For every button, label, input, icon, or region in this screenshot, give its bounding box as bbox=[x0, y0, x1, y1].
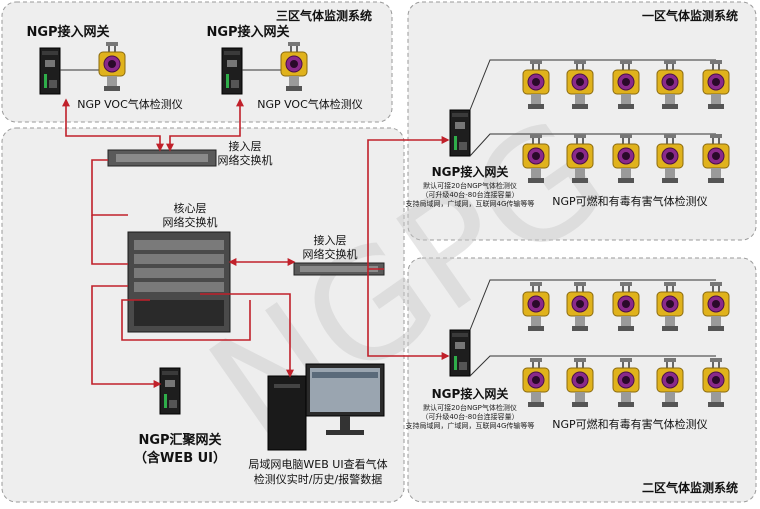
access-switch-mid-label-2: 网络交换机 bbox=[303, 247, 358, 261]
zone1-gateway-title: NGP接入网关 bbox=[432, 164, 509, 179]
zone1-gateway-icon bbox=[449, 109, 471, 157]
zone2-gateway-title: NGP接入网关 bbox=[432, 386, 509, 401]
zone1-gateway-desc-2: （可升级40台-80台连接容量） bbox=[421, 190, 518, 199]
red-links bbox=[62, 98, 450, 388]
agg-gateway-icon bbox=[159, 367, 181, 415]
zone1-detector-label: NGP可燃和有毒有害气体检测仪 bbox=[552, 194, 707, 208]
zone2-title: 二区气体监测系统 bbox=[642, 480, 738, 495]
access-switch-top-icon bbox=[107, 149, 217, 167]
zone3-gateway-1-icon bbox=[39, 47, 61, 95]
zone2-detector-label: NGP可燃和有毒有害气体检测仪 bbox=[552, 417, 707, 431]
zone2-gateway-icon bbox=[449, 329, 471, 377]
zone3-gateway-label-1: NGP接入网关 bbox=[26, 24, 109, 40]
zone3-detector-label-1: NGP VOC气体检测仪 bbox=[77, 97, 183, 111]
agg-gateway-label-2: （含WEB UI） bbox=[134, 450, 226, 466]
zone3-detector-label-2: NGP VOC气体检测仪 bbox=[257, 97, 363, 111]
zone3-gateway-2-icon bbox=[221, 47, 243, 95]
pc-label-1: 局域网电脑WEB UI查看气体 bbox=[248, 457, 387, 471]
access-switch-top-label-2: 网络交换机 bbox=[218, 153, 273, 167]
pc-monitor-icon bbox=[305, 363, 385, 435]
zone1-cables bbox=[469, 59, 716, 157]
zone1-title: 一区气体监测系统 bbox=[642, 8, 738, 23]
core-switch-icon bbox=[127, 231, 231, 333]
zone1-gateway-desc-1: 默认可接20台NGP气体检测仪 bbox=[423, 181, 517, 190]
pc-label-2: 检测仪实时/历史/报警数据 bbox=[254, 472, 382, 486]
zone2-gateway-desc-2: （可升级40台-80台连接容量） bbox=[421, 412, 518, 421]
access-switch-top-label-1: 接入层 bbox=[229, 140, 262, 153]
zone2-cables bbox=[469, 279, 716, 377]
core-switch-label-1: 核心层 bbox=[174, 201, 207, 215]
agg-gateway-label-1: NGP汇聚网关 bbox=[138, 432, 221, 448]
zone3-panel bbox=[1, 1, 393, 123]
pc-tower-icon bbox=[267, 375, 307, 451]
zone1-gateway-desc-3: 支持局域网，广域网，互联网4G传输等等 bbox=[406, 199, 535, 208]
zone3-title: 三区气体监测系统 bbox=[276, 8, 372, 23]
core-switch-label-2: 网络交换机 bbox=[163, 215, 218, 229]
zone2-gateway-desc-1: 默认可接20台NGP气体检测仪 bbox=[423, 403, 517, 412]
zone3-gateway-label-2: NGP接入网关 bbox=[206, 24, 289, 40]
access-switch-mid-label-1: 接入层 bbox=[314, 234, 347, 247]
zone2-gateway-desc-3: 支持局域网，广域网，互联网4G传输等等 bbox=[406, 421, 535, 430]
